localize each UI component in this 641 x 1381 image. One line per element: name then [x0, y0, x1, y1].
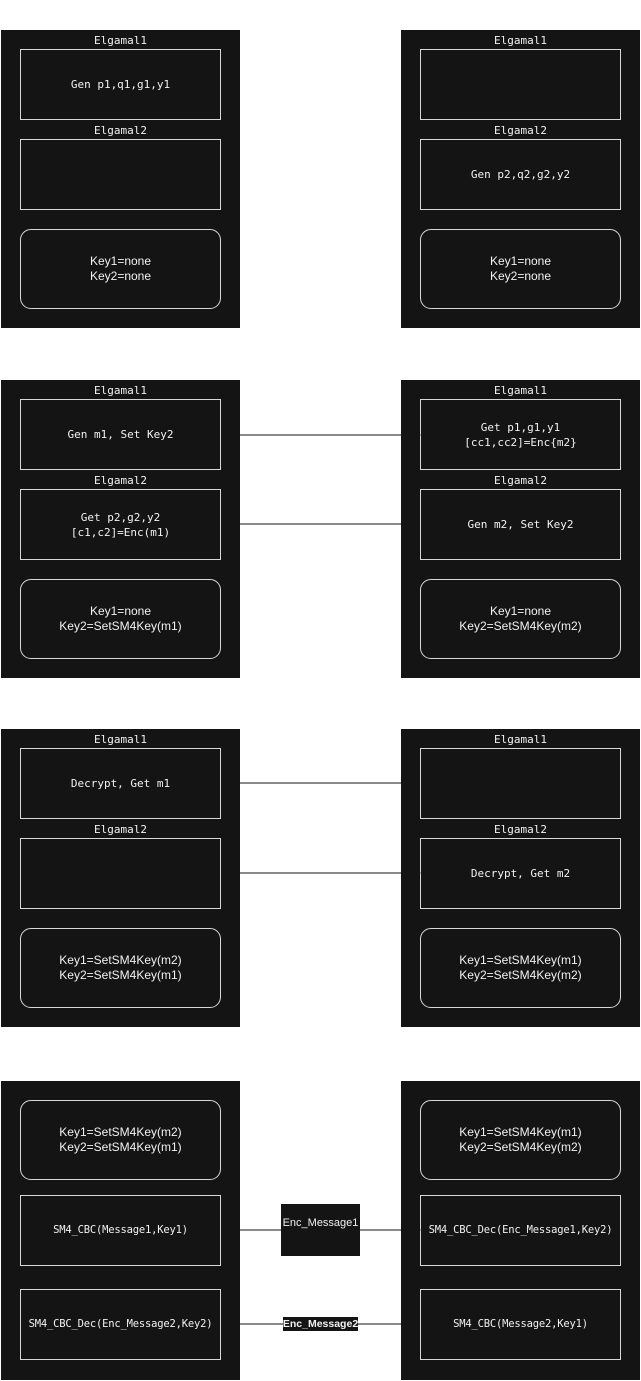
row2-left-panel: Elgamal1 Gen m1, Set Key2 Elgamal2 Get p… [1, 380, 240, 678]
elgamal1-box: Gen m1, Set Key2 [20, 399, 221, 470]
key-state-box: Key1=none Key2=none [420, 229, 621, 309]
elgamal2-label: Elgamal2 [494, 124, 547, 137]
elgamal1-box [420, 748, 621, 819]
key-state-box: Key1=SetSM4Key(m1) Key2=SetSM4Key(m2) [420, 1100, 621, 1180]
elgamal2-label: Elgamal2 [494, 474, 547, 487]
row3-left-panel: Elgamal1 Decrypt, Get m1 Elgamal2 Key1=S… [1, 729, 240, 1027]
row4-right-panel: Key1=SetSM4Key(m1) Key2=SetSM4Key(m2) SM… [401, 1081, 640, 1380]
row2-right-panel: Elgamal1 Get p1,g1,y1 [cc1,cc2]=Enc{m2} … [401, 380, 640, 678]
elgamal2-box [20, 139, 221, 210]
elgamal1-label: Elgamal1 [94, 733, 147, 746]
elgamal2-box: Gen p2,q2,g2,y2 [420, 139, 621, 210]
elgamal1-box: Gen p1,q1,g1,y1 [20, 49, 221, 120]
key-state-box: Key1=SetSM4Key(m2) Key2=SetSM4Key(m1) [20, 928, 221, 1008]
key-state-box: Key1=SetSM4Key(m1) Key2=SetSM4Key(m2) [420, 928, 621, 1008]
enc-message1-label: Enc_Message1 [282, 1217, 359, 1229]
row1-left-panel: Elgamal1 Gen p1,q1,g1,y1 Elgamal2 Key1=n… [1, 30, 240, 328]
elgamal1-box: Get p1,g1,y1 [cc1,cc2]=Enc{m2} [420, 399, 621, 470]
row4-left-panel: Key1=SetSM4Key(m2) Key2=SetSM4Key(m1) SM… [1, 1081, 240, 1380]
key-state-box: Key1=none Key2=SetSM4Key(m1) [20, 579, 221, 659]
elgamal1-box [420, 49, 621, 120]
elgamal1-box: Decrypt, Get m1 [20, 748, 221, 819]
elgamal2-label: Elgamal2 [94, 124, 147, 137]
elgamal1-label: Elgamal1 [94, 34, 147, 47]
elgamal1-label: Elgamal1 [494, 733, 547, 746]
enc-message2-label: Enc_Message2 [282, 1317, 359, 1330]
sm4-decrypt-box: SM4_CBC_Dec(Enc_Message2,Key2) [20, 1289, 221, 1360]
elgamal2-label: Elgamal2 [94, 474, 147, 487]
key-state-box: Key1=SetSM4Key(m2) Key2=SetSM4Key(m1) [20, 1100, 221, 1180]
key-state-box: Key1=none Key2=none [20, 229, 221, 309]
enc-message2-block: Enc_Message2 [283, 1317, 358, 1331]
elgamal2-box: Get p2,g2,y2 [c1,c2]=Enc(m1) [20, 489, 221, 560]
elgamal2-label: Elgamal2 [94, 823, 147, 836]
sm4-encrypt-box: SM4_CBC(Message1,Key1) [20, 1195, 221, 1266]
sm4-encrypt-box: SM4_CBC(Message2,Key1) [420, 1289, 621, 1360]
elgamal2-box [20, 838, 221, 909]
elgamal2-label: Elgamal2 [494, 823, 547, 836]
elgamal2-box: Gen m2, Set Key2 [420, 489, 621, 560]
elgamal1-label: Elgamal1 [494, 34, 547, 47]
elgamal1-label: Elgamal1 [494, 384, 547, 397]
enc-message1-block: Enc_Message1 [281, 1204, 360, 1256]
elgamal1-label: Elgamal1 [94, 384, 147, 397]
key-state-box: Key1=none Key2=SetSM4Key(m2) [420, 579, 621, 659]
row1-right-panel: Elgamal1 Elgamal2 Gen p2,q2,g2,y2 Key1=n… [401, 30, 640, 328]
row3-right-panel: Elgamal1 Elgamal2 Decrypt, Get m2 Key1=S… [401, 729, 640, 1027]
